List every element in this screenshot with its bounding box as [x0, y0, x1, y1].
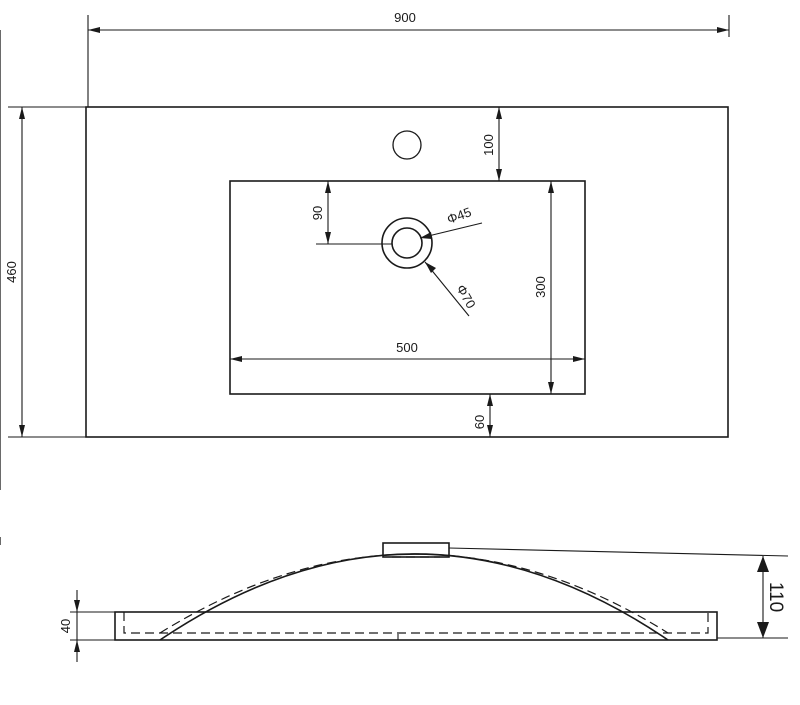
height-dimension: 110: [757, 556, 786, 638]
basin-depth-dimension: 300: [533, 181, 554, 394]
basin-offset-dimension: 90: [310, 181, 392, 245]
drain-outer-label: Φ70: [453, 282, 478, 311]
slab-inner-hidden-line: [123, 612, 709, 634]
side-view: 110 40: [0, 537, 789, 662]
basin-width-label: 500: [396, 340, 418, 355]
drain-inner-circle: [391, 227, 423, 259]
thickness-dimension: 40: [58, 590, 115, 662]
basin-depth-label: 300: [533, 276, 548, 298]
countertop-outline: [85, 106, 729, 438]
height-label: 110: [765, 582, 786, 612]
drain-inner-label: Φ45: [445, 204, 473, 227]
basin-arc-outer: [159, 553, 669, 641]
tap-hole: [392, 130, 422, 160]
width-label: 900: [394, 10, 416, 25]
tap-offset-dimension: 100: [481, 107, 502, 181]
front-offset-label: 60: [472, 415, 487, 429]
drain-outer-leader: Φ70: [424, 261, 479, 317]
basin-width-dimension: 500: [230, 340, 585, 362]
drain-inner-leader: Φ45: [419, 204, 483, 239]
width-dimension: 900: [87, 10, 730, 107]
front-offset-dimension: 60: [472, 394, 493, 437]
basin-arc-inner: [159, 553, 669, 634]
depth-dimension: 460: [4, 106, 86, 438]
tap-block: [382, 542, 450, 558]
slab-outline: [114, 611, 718, 641]
height-extension-top: [448, 547, 789, 557]
top-view: 900 460 100 90: [0, 10, 730, 490]
basin-outline: [229, 180, 586, 395]
basin-offset-label: 90: [310, 206, 325, 220]
tap-offset-label: 100: [481, 134, 496, 156]
depth-label: 460: [4, 261, 19, 283]
thickness-label: 40: [58, 619, 73, 633]
drain-outer-circle: [381, 217, 433, 269]
